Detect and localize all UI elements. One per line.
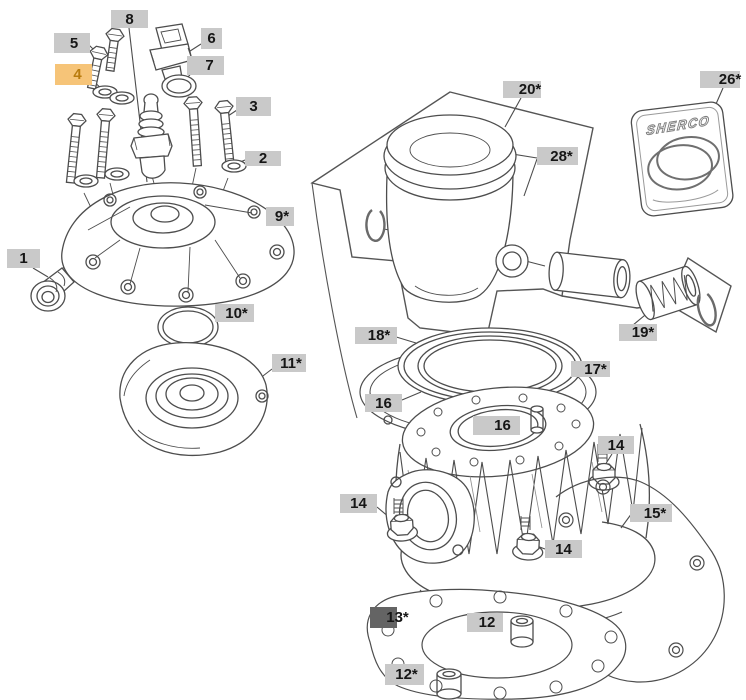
part-number-text: 8 (125, 10, 134, 28)
part-label-6-5[interactable]: 6 (201, 28, 222, 49)
part-label-9-star-8[interactable]: 9* (266, 207, 294, 226)
part-number-text: 7 (205, 57, 214, 74)
gasket-rings-part (397, 327, 583, 405)
part-number-text: 26* (718, 71, 742, 88)
part-label-15-star-22[interactable]: 15* (630, 504, 672, 522)
part-label-19-star-14[interactable]: 19* (619, 324, 657, 341)
part-label-7-6[interactable]: 7 (187, 56, 224, 75)
part-label-14-19[interactable]: 14 (598, 436, 634, 454)
part-label-10-star-9[interactable]: 10* (215, 304, 254, 322)
part-number-text: 13* (386, 609, 409, 626)
part-label-28-star-12[interactable]: 28* (537, 147, 578, 165)
part-number-text: 12 (478, 614, 496, 631)
cylinder-head-part (61, 182, 295, 307)
base-gasket-part (555, 476, 725, 683)
part-label-4-3[interactable]: 4 (55, 64, 92, 85)
part-number-text: 3 (249, 98, 258, 115)
o-ring-part (161, 74, 197, 98)
part-label-14-21[interactable]: 14 (545, 540, 582, 558)
part-number-text: 16 (375, 394, 392, 412)
part-label-26-star-13[interactable]: 26* (700, 71, 742, 88)
part-number-text: 17* (584, 360, 607, 378)
part-label-3-2[interactable]: 3 (236, 97, 271, 116)
part-number-text: 18* (367, 327, 391, 344)
part-label-2-1[interactable]: 2 (245, 151, 281, 166)
part-label-14-20[interactable]: 14 (340, 494, 377, 513)
sherco-bag-part (630, 101, 734, 217)
part-number-text: 4 (73, 66, 82, 83)
part-label-18-star-15[interactable]: 18* (355, 327, 397, 344)
needle-bearing-part (635, 265, 701, 321)
spark-plug-part (130, 93, 173, 179)
part-label-20-star-11[interactable]: 20* (503, 81, 541, 98)
circlip-left (365, 209, 386, 242)
part-number-text: 20* (518, 81, 542, 98)
head-o-ring-part (157, 306, 219, 348)
part-number-text: 15* (643, 504, 667, 522)
part-label-17-star-16[interactable]: 17* (571, 361, 610, 377)
head-insert-part (119, 341, 269, 457)
part-number-text: 11* (280, 354, 302, 372)
sensor-part (149, 23, 193, 83)
dowel-pin-part (530, 405, 544, 434)
part-label-12-24[interactable]: 12 (467, 613, 503, 632)
piston-part (383, 114, 529, 303)
part-number-text: 14 (607, 436, 625, 454)
part-label-8-7[interactable]: 8 (111, 10, 148, 28)
part-number-text: 14 (555, 540, 572, 558)
part-label-13-star-23[interactable]: 13* (370, 607, 409, 628)
plug-fitting-part (30, 267, 75, 312)
part-number-text: 12* (395, 666, 418, 683)
part-number-text: 19* (631, 324, 655, 341)
circlip-right (696, 293, 717, 327)
part-label-5-4[interactable]: 5 (54, 33, 90, 53)
part-label-11-star-10[interactable]: 11* (272, 354, 306, 372)
part-label-16-18[interactable]: 16 (473, 416, 520, 435)
cylinder-head-group (30, 23, 295, 457)
part-label-12-star-25[interactable]: 12* (385, 664, 424, 685)
part-number-text: 14 (350, 495, 367, 512)
part-label-1-0[interactable]: 1 (7, 249, 40, 268)
leader-lines (32, 27, 724, 681)
part-number-text: 28* (550, 147, 573, 165)
part-number-text: 2 (258, 150, 268, 167)
part-number-text: 10* (225, 304, 248, 322)
dowel-bush-part (436, 668, 462, 700)
cylinder-part (385, 386, 656, 628)
piston-kit-group: SHERCO (365, 101, 734, 327)
part-number-text: 5 (69, 34, 79, 52)
dowel-bush-part (510, 615, 534, 648)
piston-pin-part (548, 251, 631, 299)
part-number-text: 16 (494, 417, 511, 434)
part-number-text: 9* (274, 208, 290, 225)
part-number-text: 6 (207, 30, 216, 47)
bottom-gasket-part (366, 588, 627, 700)
part-label-16-17[interactable]: 16 (365, 394, 402, 412)
part-number-text: 1 (19, 250, 28, 267)
